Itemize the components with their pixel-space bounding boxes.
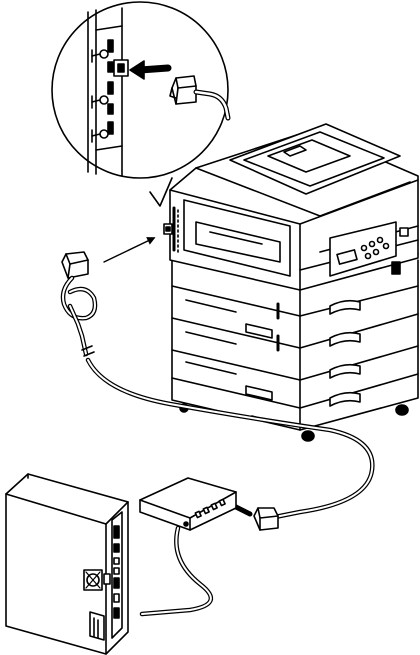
panel-buttons	[360, 236, 390, 260]
desktop-computer	[5, 473, 129, 655]
connect-arrow-icon	[103, 237, 156, 263]
screw-icon	[91, 49, 109, 63]
printer-side-plug-icon	[61, 251, 89, 279]
printer-top-cover	[169, 123, 419, 225]
printer-illustration	[163, 123, 419, 442]
callout-magnifier	[51, 1, 231, 207]
control-panel	[329, 221, 409, 277]
hub-plug-icon	[253, 507, 279, 531]
network-cable	[85, 357, 375, 521]
port-panel	[87, 7, 129, 177]
screw-icon	[91, 129, 109, 143]
screw-icon	[91, 95, 109, 109]
ethernet-port-icon	[113, 59, 129, 77]
insert-arrow-icon	[129, 60, 172, 80]
printer-ethernet-port-icon	[163, 223, 173, 235]
computer-cable	[139, 525, 214, 617]
fan-icon	[83, 569, 103, 591]
hub-port-icons	[194, 498, 226, 519]
computer-rear-panel	[111, 511, 123, 639]
cable-coil	[60, 275, 98, 357]
network-hub	[139, 477, 237, 531]
rj45-plug-icon	[169, 75, 231, 121]
